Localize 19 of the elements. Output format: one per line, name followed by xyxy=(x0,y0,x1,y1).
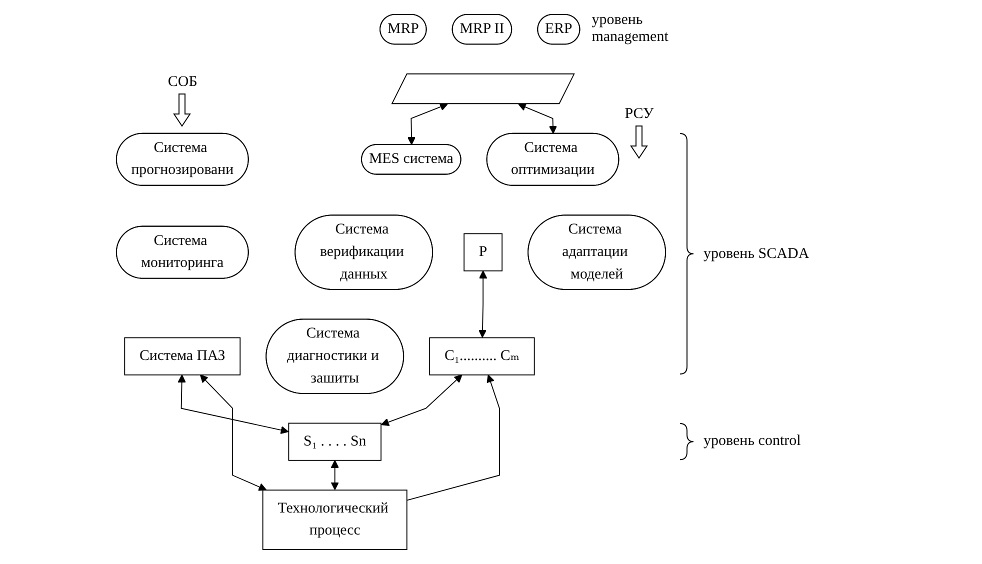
node-box: Система ПАЗ xyxy=(124,337,241,376)
arrow xyxy=(200,374,267,491)
arrow xyxy=(406,374,500,501)
node-box: C₁.......... Cₘ xyxy=(429,337,535,376)
level-label: уровень SCADA xyxy=(704,246,810,263)
arrow xyxy=(518,103,558,134)
node-box: Технологический процесс xyxy=(262,490,408,550)
arrow xyxy=(178,374,289,434)
node-band xyxy=(391,73,575,104)
level-label: уровень management xyxy=(592,12,670,46)
node-box: S₁ . . . . Sn xyxy=(288,422,382,461)
arrow xyxy=(330,460,339,490)
group-label: РСУ xyxy=(624,106,654,124)
arrow xyxy=(381,374,462,426)
level-label: уровень control xyxy=(704,433,801,451)
node-box: P xyxy=(464,233,503,272)
arrow xyxy=(407,103,448,145)
group-label: СОБ xyxy=(168,74,198,92)
arrow xyxy=(478,270,488,338)
